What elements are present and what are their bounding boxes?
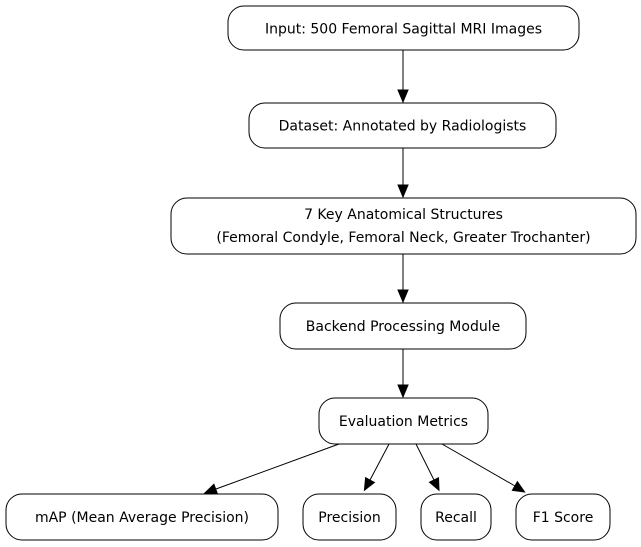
node-dataset: Dataset: Annotated by Radiologists xyxy=(248,102,557,149)
node-evaluation: Evaluation Metrics xyxy=(318,397,489,445)
node-recall-label: Recall xyxy=(435,510,477,526)
node-precision: Precision xyxy=(302,493,397,541)
edge-structures-to-backend xyxy=(397,254,409,304)
edge-dataset-to-structures xyxy=(397,148,409,199)
node-structures-label-line1: 7 Key Anatomical Structures xyxy=(304,207,503,223)
node-input-label: Input: 500 Femoral Sagittal MRI Images xyxy=(265,22,542,38)
node-map-label: mAP (Mean Average Precision) xyxy=(35,510,249,526)
edge-evaluation-to-map xyxy=(203,443,340,495)
node-backend: Backend Processing Module xyxy=(279,302,527,350)
edge-evaluation-to-f1 xyxy=(441,443,526,493)
node-structures: 7 Key Anatomical Structures (Femoral Con… xyxy=(170,197,637,255)
node-f1-label: F1 Score xyxy=(533,510,594,526)
edge-evaluation-to-recall xyxy=(415,443,440,492)
node-structures-label-line2: (Femoral Condyle, Femoral Neck, Greater … xyxy=(216,230,590,246)
node-input: Input: 500 Femoral Sagittal MRI Images xyxy=(227,5,580,51)
node-recall: Recall xyxy=(420,493,492,541)
node-map: mAP (Mean Average Precision) xyxy=(5,493,279,541)
node-evaluation-label: Evaluation Metrics xyxy=(339,414,468,430)
node-backend-label: Backend Processing Module xyxy=(306,319,500,335)
node-dataset-label: Dataset: Annotated by Radiologists xyxy=(279,119,527,135)
node-f1: F1 Score xyxy=(515,493,611,541)
edge-input-to-dataset xyxy=(397,50,409,104)
edge-evaluation-to-precision xyxy=(363,443,390,492)
edge-backend-to-evaluation xyxy=(397,349,409,399)
node-precision-label: Precision xyxy=(318,510,380,526)
